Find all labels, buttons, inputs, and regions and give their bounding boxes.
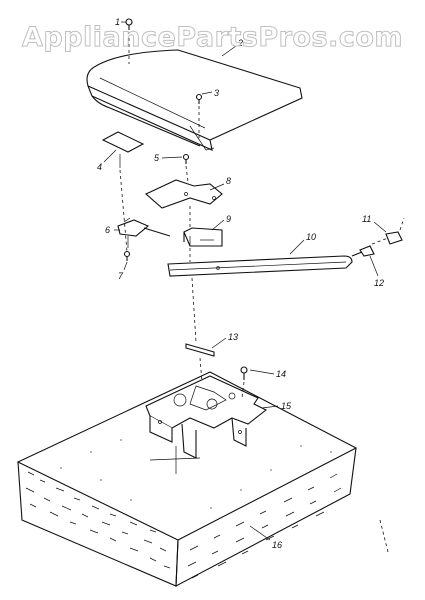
callout-8: 8 [226,176,231,186]
part-9-block [183,227,223,247]
watermark-text: AppliancePartsPros.com [21,22,404,54]
callout-15: 15 [281,401,292,411]
callout-3: 3 [214,88,219,98]
part-14-screw [240,366,248,380]
part-7-screw [123,250,131,261]
part-2-cover [86,49,303,151]
callout-16: 16 [272,540,282,550]
part-12-link [351,245,375,257]
callout-1: 1 [115,17,120,27]
alignment-lines [119,32,405,553]
part-3-screw [195,93,203,104]
part-15-plate [145,375,268,459]
callout-13: 13 [228,332,238,342]
part-4-plate [101,131,145,168]
part-1-screw [125,18,133,30]
callout-6: 6 [105,225,110,235]
callout-12: 12 [374,278,384,288]
part-13-pin [185,343,215,357]
part-8-bracket [145,179,223,209]
callout-4: 4 [97,162,102,172]
callout-labels: 1 2 3 4 5 6 7 8 9 10 11 12 13 14 15 16 [97,17,384,550]
part-6-switch [117,217,171,248]
callout-11: 11 [362,214,371,224]
part-16-base [16,371,358,587]
callout-5: 5 [154,153,160,163]
callout-7: 7 [118,271,124,281]
callout-9: 9 [226,214,231,224]
callout-2: 2 [237,38,243,48]
part-5-screw [182,153,190,164]
callout-10: 10 [306,232,316,242]
callout-14: 14 [276,369,286,379]
part-11-clip [385,231,403,245]
leader-lines [103,21,387,541]
part-10-rod [167,255,353,277]
